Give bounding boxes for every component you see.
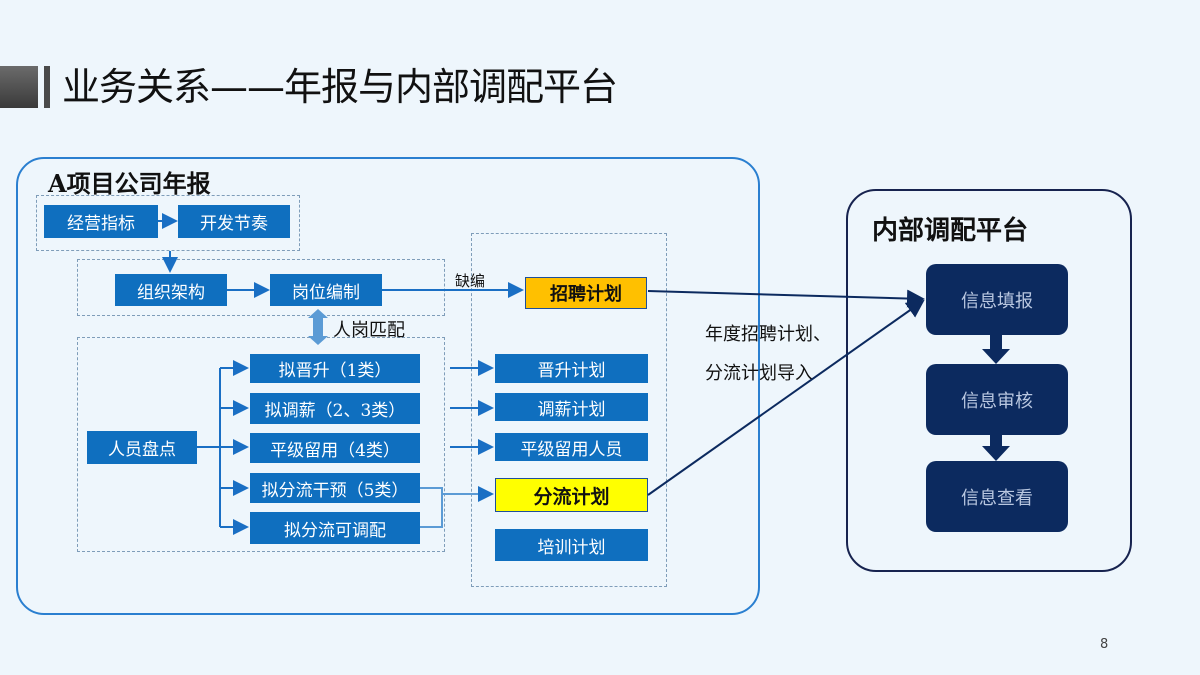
diversion-transferable-box: 拟分流可调配 — [250, 512, 420, 544]
retained-staff-box: 平级留用人员 — [495, 433, 648, 461]
annual-report-frame — [16, 157, 760, 615]
title-accent-block — [0, 66, 38, 108]
indicators-group — [36, 195, 300, 251]
training-plan-box: 培训计划 — [495, 529, 648, 561]
plans-group — [471, 233, 667, 587]
info-review-box: 信息审核 — [926, 364, 1068, 435]
diversion-intervention-box: 拟分流干预（5类） — [250, 473, 420, 503]
recruitment-plan-box: 招聘计划 — [525, 277, 647, 309]
diversion-bracket — [420, 487, 443, 528]
promotion-candidate-box: 拟晋升（1类） — [250, 354, 420, 383]
org-group — [77, 259, 445, 316]
promotion-plan-box: 晋升计划 — [495, 354, 648, 383]
import-label-line1: 年度招聘计划、 — [705, 324, 831, 345]
arrow-diversion-to-fill — [647, 299, 925, 496]
person-post-match-label: 人岗匹配 — [333, 320, 405, 341]
shortage-label: 缺编 — [455, 272, 486, 290]
salary-adjust-candidate-box: 拟调薪（2、3类） — [250, 393, 420, 424]
arrow-recruit-to-fill — [647, 289, 925, 308]
diversion-plan-box: 分流计划 — [495, 478, 648, 512]
org-structure-box: 组织架构 — [115, 274, 227, 306]
development-pace-box: 开发节奏 — [178, 205, 290, 238]
arrow-fill-to-review — [982, 335, 1010, 364]
arrow-review-to-view — [982, 435, 1010, 461]
lateral-retain-box: 平级留用（4类） — [250, 433, 420, 463]
match-double-arrow — [308, 309, 328, 345]
salary-plan-box: 调薪计划 — [495, 393, 648, 421]
page-title: 业务关系——年报与内部调配平台 — [62, 65, 618, 109]
platform-heading: 内部调配平台 — [872, 216, 1029, 246]
info-view-box: 信息查看 — [926, 461, 1068, 532]
post-staffing-box: 岗位编制 — [270, 274, 382, 306]
info-fill-box: 信息填报 — [926, 264, 1068, 335]
internal-platform-frame — [846, 189, 1132, 572]
page-number: 8 — [1100, 637, 1109, 652]
business-indicators-box: 经营指标 — [44, 205, 158, 238]
inventory-group — [77, 337, 445, 552]
title-accent-bar — [44, 66, 50, 108]
annual-report-heading: A项目公司年报 — [48, 169, 211, 198]
import-label-line2: 分流计划导入 — [705, 363, 813, 384]
personnel-inventory-box: 人员盘点 — [87, 431, 197, 464]
